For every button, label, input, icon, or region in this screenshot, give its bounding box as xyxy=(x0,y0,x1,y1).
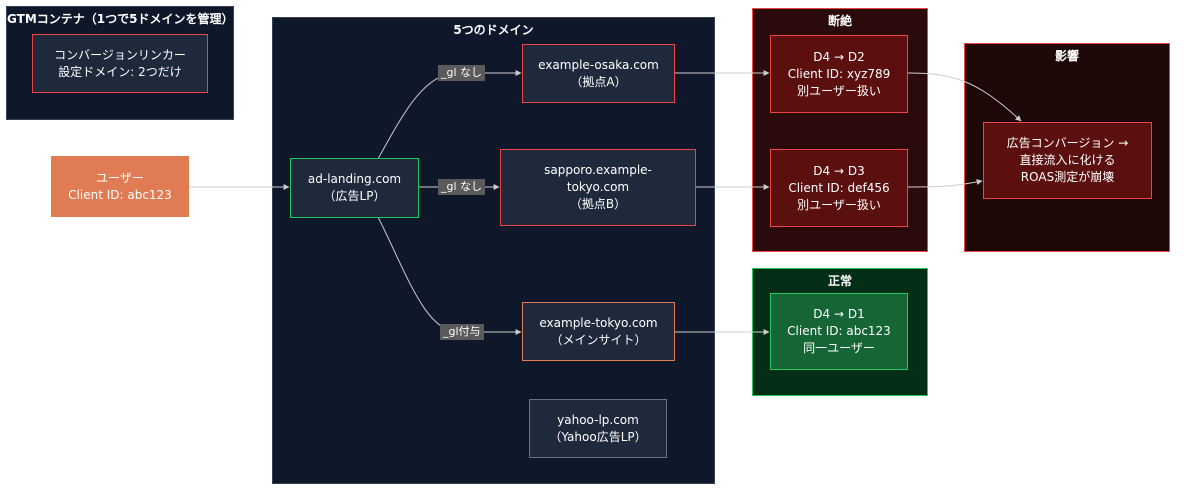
tokyo-line-2: （メインサイト） xyxy=(550,332,647,347)
converter-linker-line-1: コンバージョンリンカー xyxy=(54,47,186,62)
domains-title: 5つのドメイン xyxy=(453,23,534,37)
sapporo-line-1: sapporo.example- xyxy=(544,163,652,177)
ad-landing-node[interactable]: ad-landing.com （広告LP） xyxy=(290,158,419,218)
edge-ad-landing-to-osaka xyxy=(377,70,522,160)
edge-ad-landing-to-tokyo xyxy=(377,216,522,335)
ad-landing-line-2: （広告LP） xyxy=(323,189,386,203)
d3-line-1: D4 → D3 xyxy=(813,163,865,178)
d1-node[interactable]: D4 → D1 Client ID: abc123 同一ユーザー xyxy=(770,293,908,370)
user-line-1: ユーザー xyxy=(96,170,144,185)
tokyo-line-1: example-tokyo.com xyxy=(539,315,658,330)
sapporo-line-3: （拠点B） xyxy=(569,197,627,211)
converter-linker-line-2: 設定ドメイン: 2つだけ xyxy=(58,64,182,79)
gtm-container-title: GTMコンテナ（1つで5ドメインを管理） xyxy=(7,12,234,26)
impact-title: 影響 xyxy=(1054,49,1079,63)
normal-title: 正常 xyxy=(827,274,852,288)
d2-line-2: Client ID: xyz789 xyxy=(787,66,891,81)
impact-line-2: 直接流入に化ける xyxy=(1019,153,1116,167)
d3-node[interactable]: D4 → D3 Client ID: def456 別ユーザー扱い xyxy=(770,149,908,227)
d2-node[interactable]: D4 → D2 Client ID: xyz789 別ユーザー扱い xyxy=(770,35,908,113)
broken-title: 断絶 xyxy=(827,14,852,28)
d2-line-3: 別ユーザー扱い xyxy=(797,83,881,98)
d3-line-2: Client ID: def456 xyxy=(788,180,890,195)
edge-d3-to-impact xyxy=(907,179,983,188)
yahoo-line-2: （Yahoo広告LP） xyxy=(549,429,647,444)
edge-d2-to-impact xyxy=(907,72,1022,122)
yahoo-node[interactable]: yahoo-lp.com （Yahoo広告LP） xyxy=(529,399,667,458)
edge-label-sapporo: _gl なし xyxy=(438,179,486,195)
impact-line-3: ROAS測定が崩壊 xyxy=(1020,170,1115,184)
impact-line-1: 広告コンバージョン → xyxy=(1006,136,1129,150)
edge-label-tokyo: _gl付与 xyxy=(440,324,484,340)
d1-line-1: D4 → D1 xyxy=(813,307,865,321)
sapporo-line-2: tokyo.com xyxy=(566,180,630,194)
d1-line-3: 同一ユーザー xyxy=(803,341,875,355)
d1-line-2: Client ID: abc123 xyxy=(787,324,891,338)
osaka-line-1: example-osaka.com xyxy=(538,57,659,72)
tokyo-node[interactable]: example-tokyo.com （メインサイト） xyxy=(522,302,675,361)
yahoo-line-1: yahoo-lp.com xyxy=(557,412,639,427)
ad-landing-line-1: ad-landing.com xyxy=(307,172,402,186)
converter-linker-node[interactable]: コンバージョンリンカー 設定ドメイン: 2つだけ xyxy=(32,34,208,93)
user-node[interactable]: ユーザー Client ID: abc123 xyxy=(51,156,189,217)
osaka-node[interactable]: example-osaka.com （拠点A） xyxy=(522,44,675,103)
d2-line-1: D4 → D2 xyxy=(813,49,865,64)
osaka-line-2: （拠点A） xyxy=(570,74,627,89)
edge-label-osaka: _gl なし xyxy=(438,65,486,81)
user-line-2: Client ID: abc123 xyxy=(68,187,172,202)
impact-node[interactable]: 広告コンバージョン → 直接流入に化ける ROAS測定が崩壊 xyxy=(983,122,1152,199)
d3-line-3: 別ユーザー扱い xyxy=(797,197,881,212)
sapporo-node[interactable]: sapporo.example- tokyo.com （拠点B） xyxy=(500,149,696,226)
